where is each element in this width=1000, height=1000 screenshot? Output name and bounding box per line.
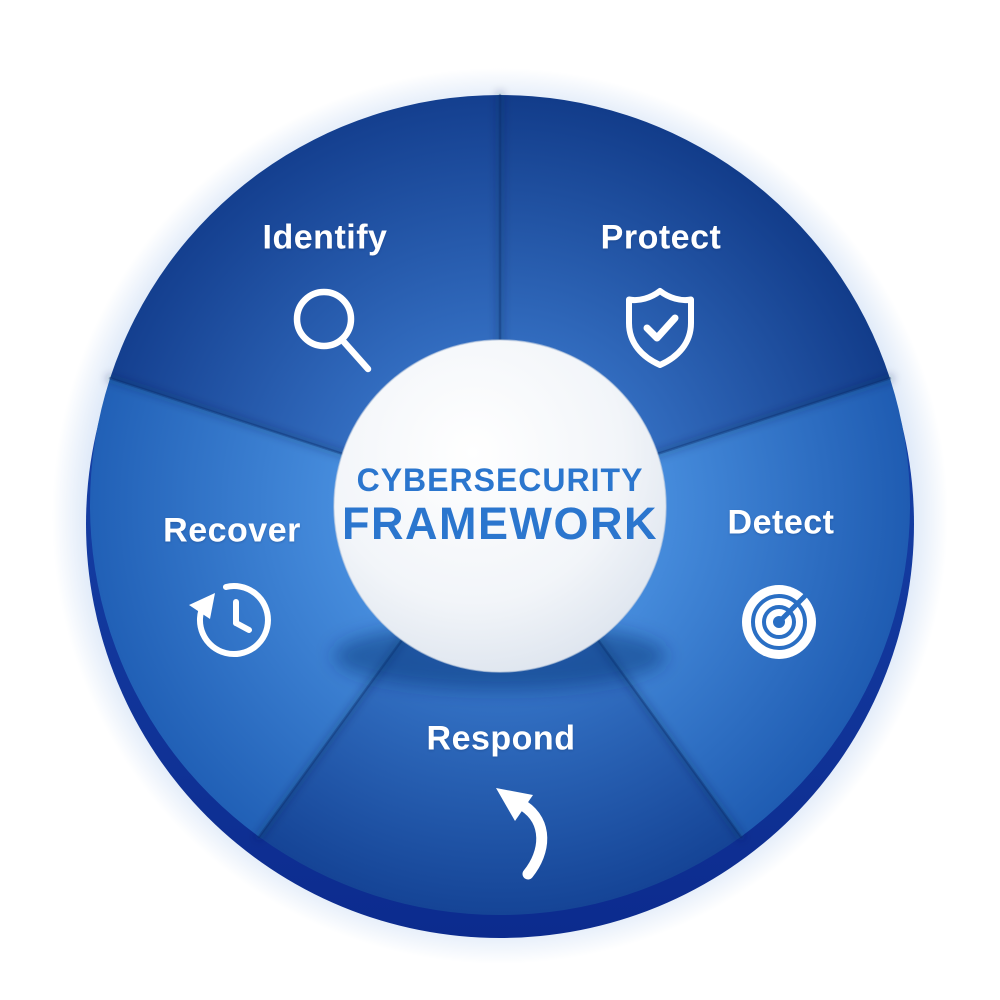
history-clock-icon (174, 560, 294, 680)
segment-label-recover: Recover (163, 511, 301, 550)
segment-label-identify: Identify (262, 218, 388, 257)
shield-check-icon (600, 267, 720, 387)
center-title-line2: FRAMEWORK (342, 497, 658, 549)
center-circle (334, 340, 666, 672)
segment-label-protect: Protect (600, 218, 722, 257)
center-title: CYBERSECURITY FRAMEWORK (342, 461, 658, 549)
wedge-respond (258, 505, 742, 916)
center-circle-rim (333, 339, 667, 673)
radar-icon (719, 562, 839, 682)
segment-label-respond: Respond (426, 719, 576, 758)
magnifier-icon (275, 272, 395, 392)
center-title-line1: CYBERSECURITY (356, 461, 644, 498)
curved-arrow-icon (452, 768, 572, 888)
segment-label-detect: Detect (727, 503, 835, 542)
